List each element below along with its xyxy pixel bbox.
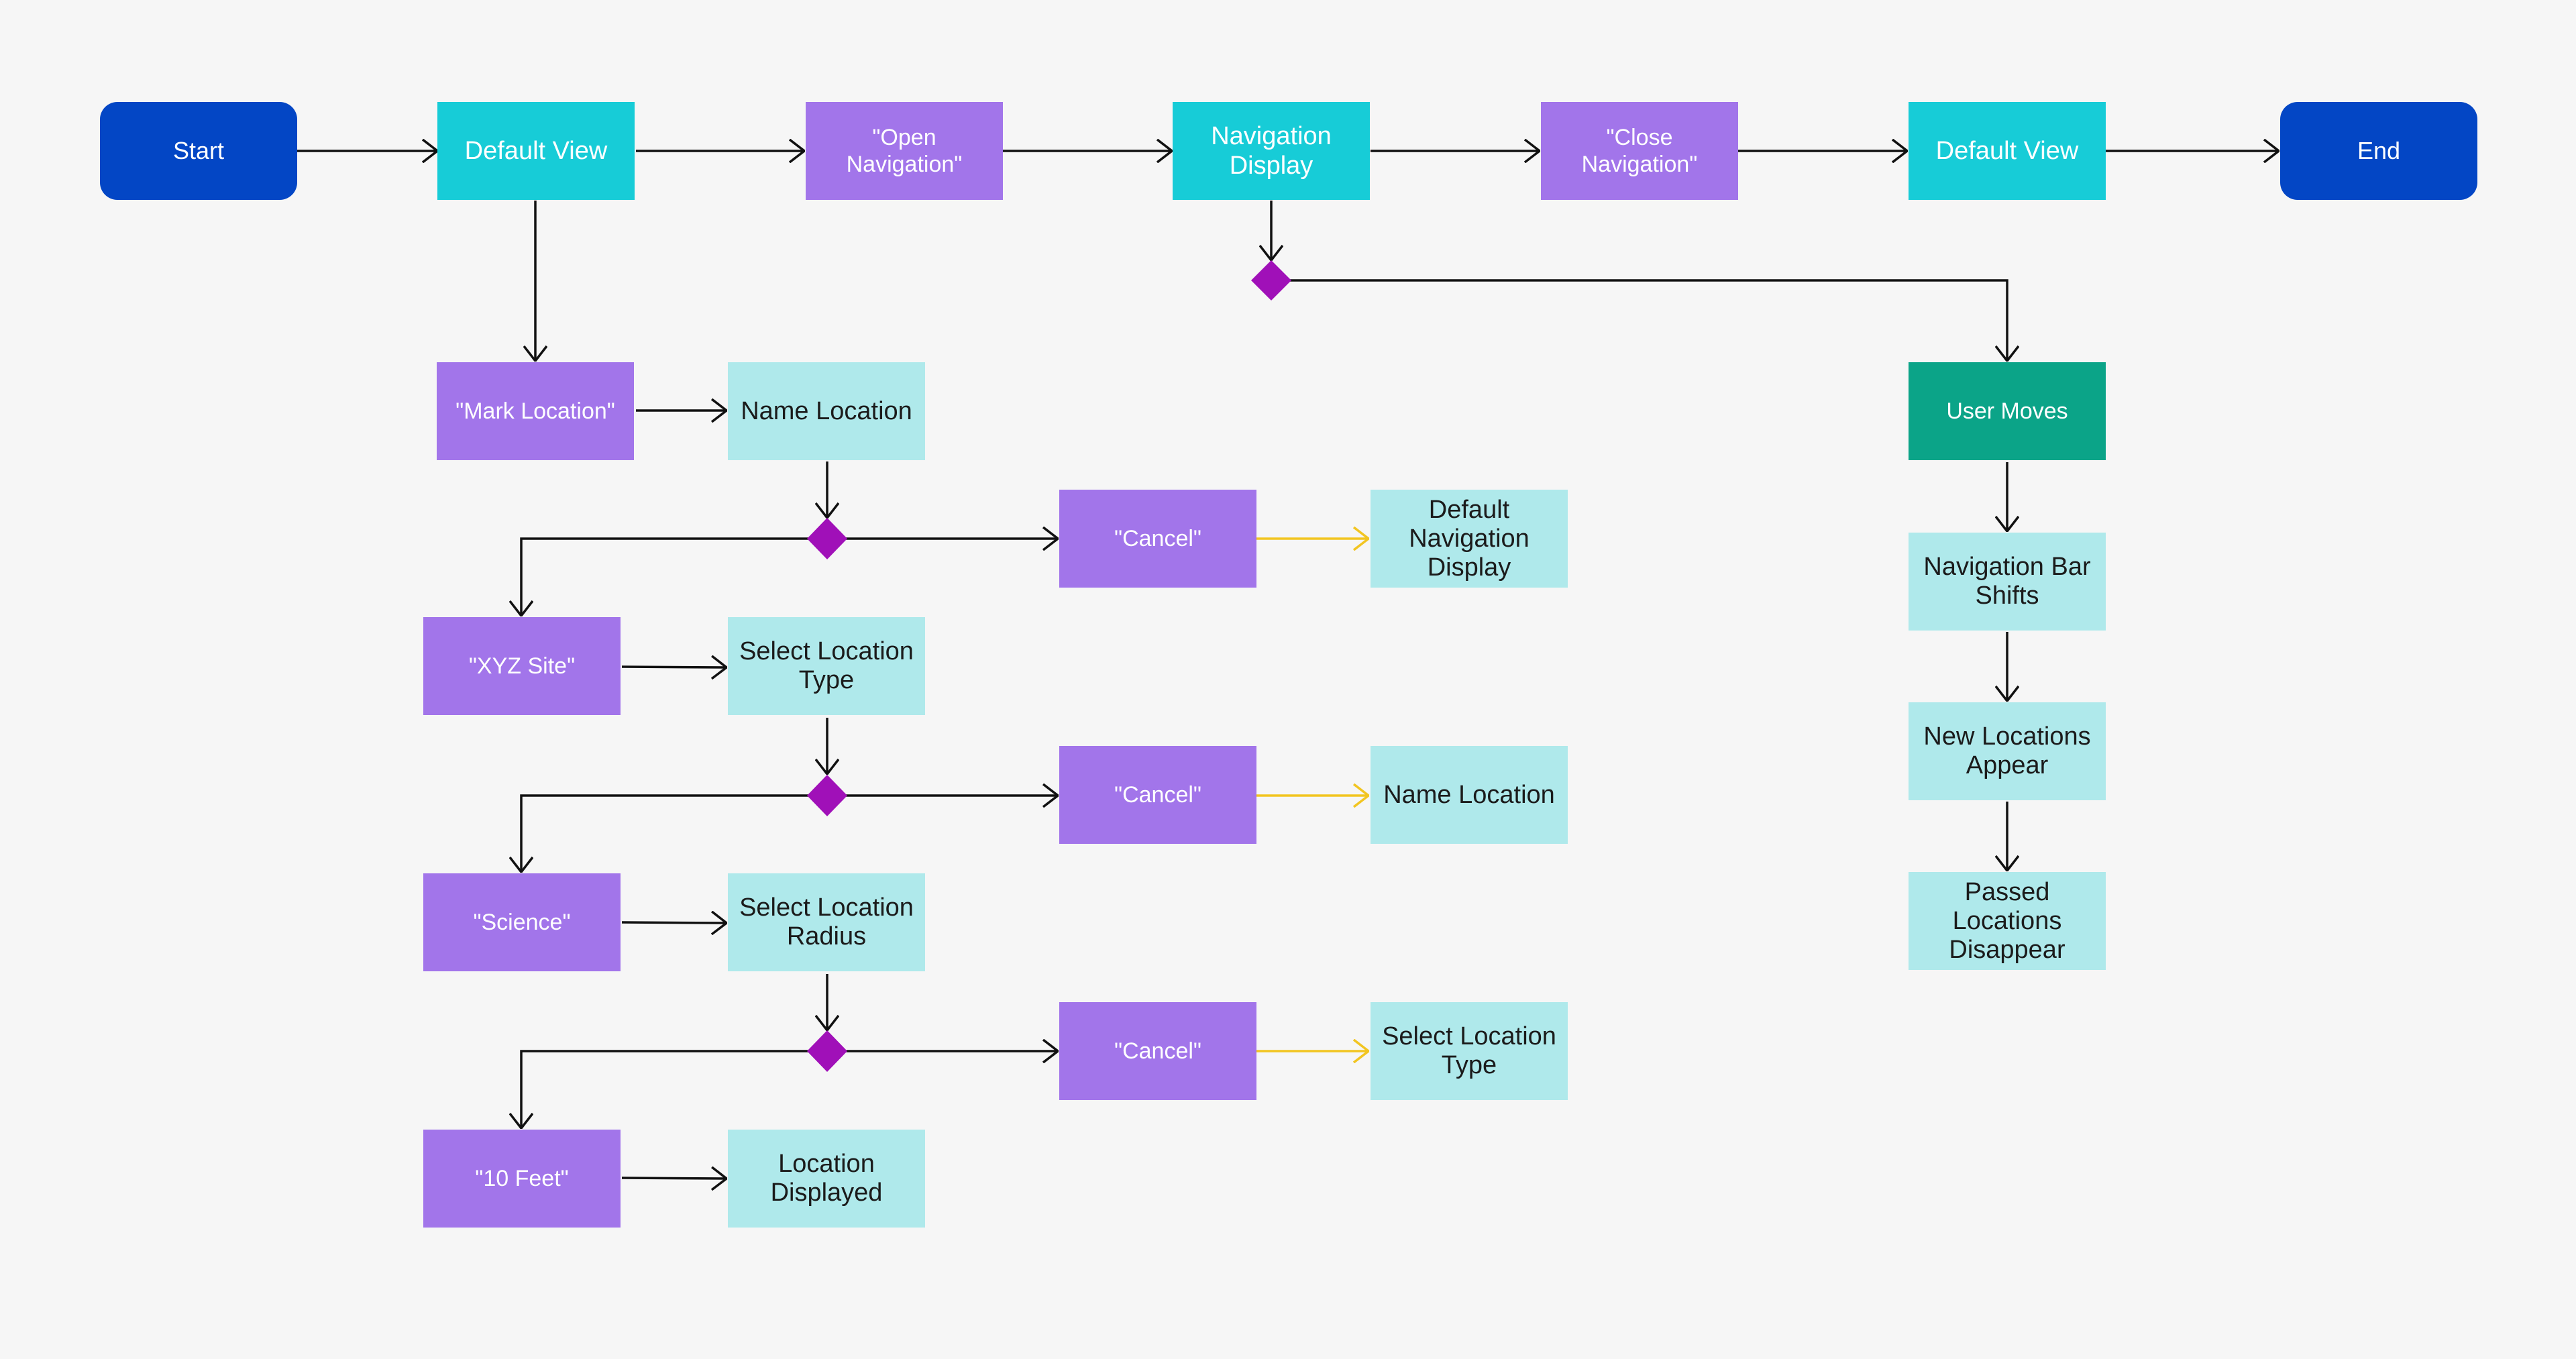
- decision-diamond-navigation: [1251, 260, 1291, 301]
- select-location-radius-node: Select Location Radius: [728, 873, 925, 971]
- new-locations-appear-node: New Locations Appear: [1909, 702, 2106, 800]
- decision-diamond-name-location: [807, 518, 847, 559]
- cancel-node-3: "Cancel": [1059, 1002, 1256, 1100]
- name-location-node: Name Location: [728, 362, 925, 460]
- cancel-select-location-type-node: Select Location Type: [1371, 1002, 1568, 1100]
- location-displayed-node: Location Displayed: [728, 1130, 925, 1228]
- xyz-site-node: "XYZ Site": [423, 617, 621, 715]
- cancel-name-location-node: Name Location: [1371, 746, 1568, 844]
- arrow-decision-to-ten-feet: [521, 1050, 808, 1128]
- arrow-decision-to-xyz-site: [521, 537, 808, 616]
- default-view-end-node: Default View: [1909, 102, 2106, 200]
- arrow-decision-to-science: [521, 794, 808, 872]
- arrow-science-to-select-location-radius: [621, 922, 727, 923]
- cancel-node-1: "Cancel": [1059, 490, 1256, 588]
- navigation-display-node: Navigation Display: [1173, 102, 1370, 200]
- navigation-bar-shifts-node: Navigation Bar Shifts: [1909, 533, 2106, 631]
- mark-location-node: "Mark Location": [437, 362, 634, 460]
- arrow-decision-to-user-moves: [1290, 279, 2007, 361]
- default-navigation-display-node: Default Navigation Display: [1371, 490, 1568, 588]
- ten-feet-node: "10 Feet": [423, 1130, 621, 1228]
- science-node: "Science": [423, 873, 621, 971]
- arrow-ten-feet-to-location-displayed: [621, 1178, 727, 1179]
- close-navigation-node: "Close Navigation": [1541, 102, 1738, 200]
- end-node: End: [2280, 102, 2477, 200]
- decision-diamond-location-type: [807, 775, 847, 816]
- default-view-node: Default View: [437, 102, 635, 200]
- cancel-node-2: "Cancel": [1059, 746, 1256, 844]
- start-node: Start: [100, 102, 297, 200]
- decision-diamond-location-radius: [807, 1030, 847, 1072]
- user-moves-node: User Moves: [1909, 362, 2106, 460]
- select-location-type-node: Select Location Type: [728, 617, 925, 715]
- passed-locations-disappear-node: Passed Locations Disappear: [1909, 872, 2106, 970]
- open-navigation-node: "Open Navigation": [806, 102, 1003, 200]
